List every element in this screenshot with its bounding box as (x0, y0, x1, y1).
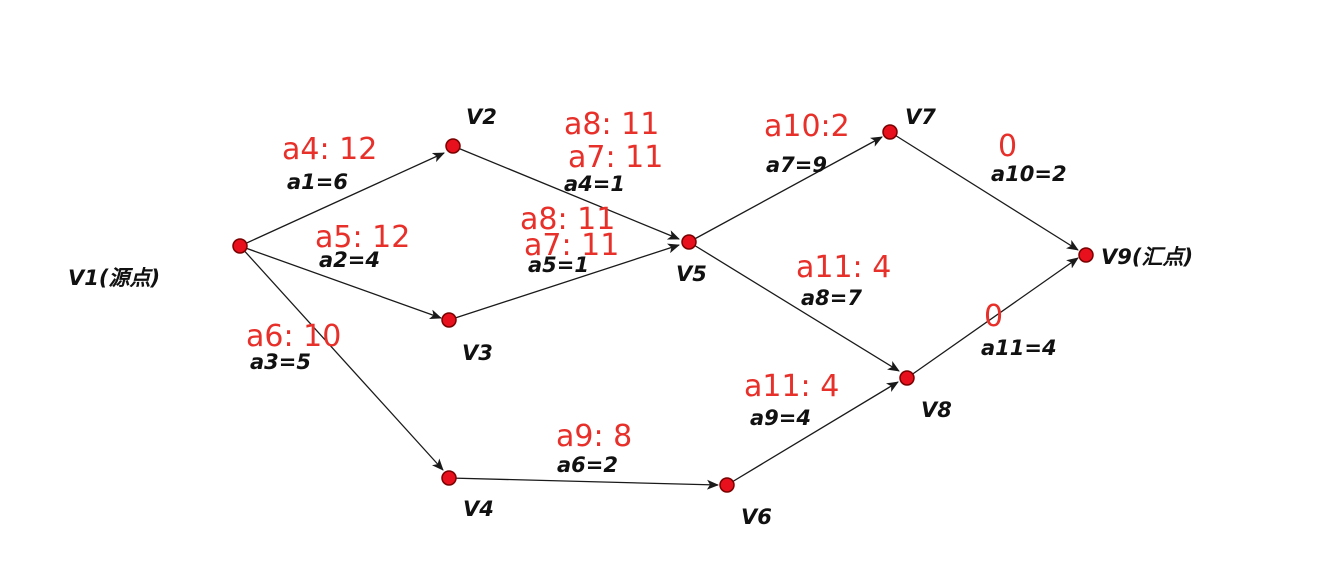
node-v3-label: V3 (462, 341, 493, 365)
edge-a4 (452, 145, 680, 240)
edge-a7-label: a7=9 (766, 153, 827, 177)
edge-a8-label: a8=7 (801, 286, 862, 310)
node-v1-dot (232, 238, 248, 254)
annotation-a10: 0 (998, 129, 1017, 164)
edge-a1-label: a1=6 (287, 170, 348, 194)
node-v2-label: V2 (466, 105, 497, 129)
node-v4-dot (441, 470, 457, 486)
annotation-a1: a4: 12 (282, 132, 377, 167)
annotation-a5-top: a8: 11 (520, 202, 615, 237)
edge-a7 (688, 136, 883, 243)
annotation-a2: a5: 12 (315, 220, 410, 255)
node-labels: V1(源点) V2 V3 V4 V5 V6 V7 V8 V9(汇点) (68, 105, 1193, 529)
edge-a5-label: a5=1 (528, 253, 589, 277)
annotation-a9: a11: 4 (744, 369, 839, 404)
annotation-a5-bottom: a7: 11 (524, 228, 619, 263)
annotation-a8: a11: 4 (796, 250, 891, 285)
annotation-a4-bottom: a7: 11 (568, 140, 663, 175)
node-v7-label: V7 (905, 105, 936, 129)
node-v8-label: V8 (921, 398, 952, 422)
annotation-a3: a6: 10 (246, 319, 341, 354)
edge-a3-label: a3=5 (250, 350, 311, 374)
annotations: a4: 12 a5: 12 a6: 10 a8: 11 a7: 11 a8: 1… (246, 107, 1017, 454)
edge-a2 (239, 245, 442, 319)
edge-a10-label: a10=2 (991, 162, 1067, 186)
node-v9-label: V9(汇点) (1101, 245, 1193, 269)
annotation-a11: 0 (984, 299, 1003, 334)
node-v1-label: V1(源点) (68, 266, 160, 290)
edge-a11 (906, 257, 1079, 379)
nodes (232, 124, 1094, 493)
annotation-a7: a10:2 (764, 109, 850, 144)
annotation-a6: a9: 8 (556, 419, 632, 454)
node-v6-label: V6 (741, 505, 772, 529)
node-v8-dot (899, 370, 915, 386)
node-v9-dot (1078, 247, 1094, 263)
edge-a11-label: a11=4 (981, 336, 1057, 360)
node-v2-dot (445, 138, 461, 154)
edge-weight-labels: a1=6 a2=4 a3=5 a4=1 a5=1 a6=2 a7=9 a8=7 … (250, 153, 1067, 477)
annotation-a4-top: a8: 11 (564, 107, 659, 142)
edges (239, 131, 1079, 490)
node-v3-dot (441, 312, 457, 328)
node-v4-label: V4 (463, 497, 494, 521)
node-v5-label: V5 (676, 262, 707, 286)
node-v7-dot (882, 124, 898, 140)
edge-a1 (239, 152, 445, 247)
edge-a6 (448, 477, 719, 490)
edge-a5 (448, 243, 680, 321)
node-v5-dot (681, 234, 697, 250)
edge-a6-label: a6=2 (557, 453, 618, 477)
edge-a8 (688, 241, 900, 372)
edge-a2-label: a2=4 (319, 248, 380, 272)
edge-a3 (239, 245, 444, 471)
edge-a10 (889, 131, 1079, 251)
edge-a9 (726, 381, 899, 486)
node-v6-dot (719, 477, 735, 493)
edge-a4-label: a4=1 (564, 172, 625, 196)
edge-a9-label: a9=4 (750, 406, 811, 430)
